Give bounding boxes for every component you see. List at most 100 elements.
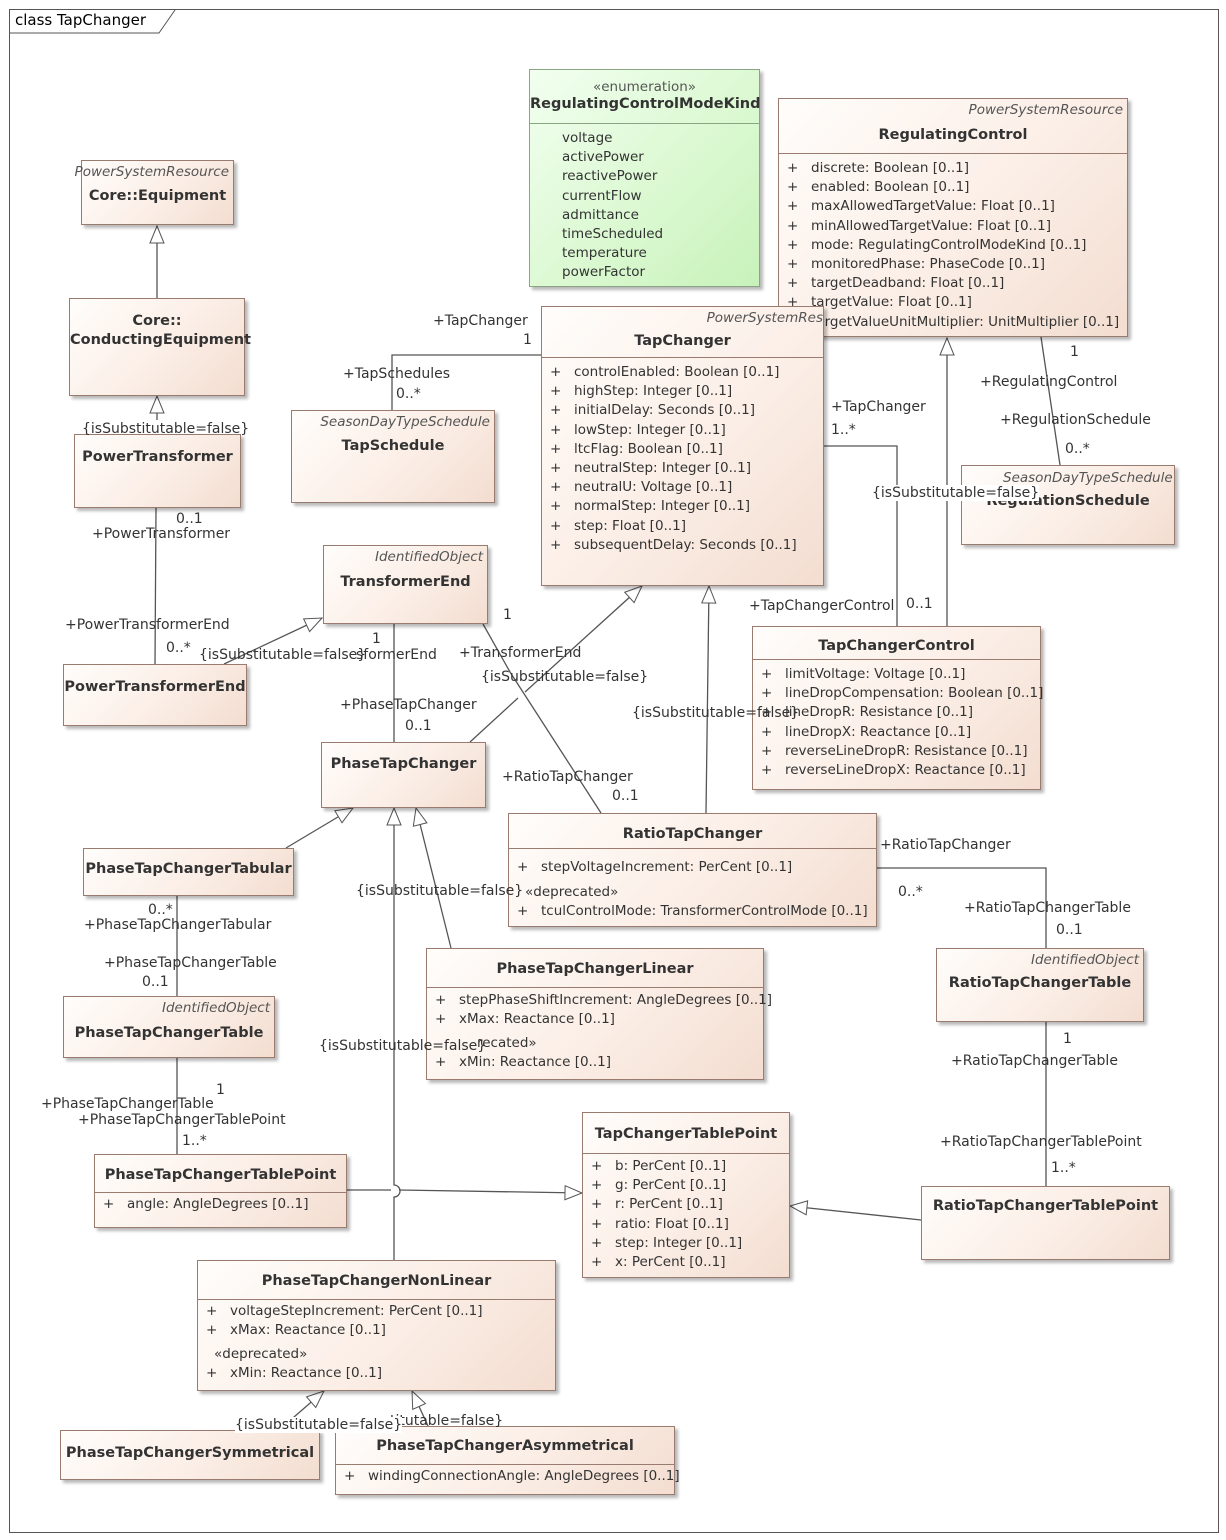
assoc-regulatingcontrol-regulationschedule [1040,336,1061,466]
class-name: PhaseTapChangerAsymmetrical [376,1438,634,1454]
class-name: PhaseTapChangerTabular [85,861,292,877]
role-label: +TransformerEnd [459,645,582,661]
assoc-tapchanger-tapchangercontrol [824,445,898,626]
multiplicity-label: 0..1 [612,788,639,804]
class-phase-tap-changer-symmetrical[interactable]: PhaseTapChangerSymmetrical [60,1430,320,1480]
attribute: +stepPhaseShiftIncrement: AngleDegrees [… [435,992,773,1008]
class-phase-tap-changer-tabular[interactable]: PhaseTapChangerTabular [83,848,294,896]
class-phase-tap-changer[interactable]: PhaseTapChanger [321,742,486,808]
role-label: +PhaseTapChangerTable [104,955,277,971]
class-phase-tap-changer-linear[interactable]: PhaseTapChangerLinear +stepPhaseShiftInc… [426,948,773,1080]
class-name: TapChanger [634,333,731,349]
role-label: +RatioTapChanger [880,837,1011,853]
multiplicity-label: 1..* [831,422,856,438]
class-ratio-tap-changer-table-point[interactable]: RatioTapChangerTablePoint [921,1186,1170,1260]
gen-asymmetrical-nonlinear [411,1389,429,1427]
class-name: RegulatingControlModeKind [530,96,761,112]
class-conducting-equipment[interactable]: Core:: ConductingEquipment [69,298,251,396]
multiplicity-label: 1..* [182,1133,207,1149]
attribute: +enabled: Boolean [0..1] [787,179,970,196]
multiplicity-label: 1 [1063,1031,1072,1047]
class-phase-tap-changer-asymmetrical[interactable]: PhaseTapChangerAsymmetrical +windingConn… [335,1426,680,1495]
class-ratio-tap-changer[interactable]: RatioTapChanger +stepVoltageIncrement: P… [508,813,877,927]
class-stereotype: PowerSystemResource [968,102,1123,118]
role-label: +PowerTransformer [92,526,231,542]
class-power-transformer[interactable]: PowerTransformer [74,434,241,508]
role-label: sformerEnd [356,647,437,663]
constraint-label: {isSubstitutable=false} [356,883,524,899]
class-name: TapSchedule [341,438,445,454]
class-tap-changer-table-point[interactable]: TapChangerTablePoint +b: PerCent [0..1] … [582,1112,790,1278]
class-phase-tap-changer-non-linear[interactable]: PhaseTapChangerNonLinear +voltageStepInc… [197,1260,556,1391]
attribute: +minAllowedTargetValue: Float [0..1] [787,217,1051,234]
enum-literal: currentFlow [562,187,642,204]
attribute: +step: Integer [0..1] [591,1234,743,1251]
enum-literal: reactivePower [562,168,658,185]
multiplicity-label: 0..1 [176,511,203,527]
class-name: TransformerEnd [340,574,471,590]
class-name: Core::Equipment [88,188,227,204]
gen-ratiotablepoint-tablepoint [788,1200,922,1221]
gen-phasetapchanger-tapchanger [469,586,642,743]
role-label: +PhaseTapChangerTablePoint [78,1112,286,1128]
constraint-label: {isSubstitutable=false} [632,705,800,721]
attribute: +lowStep: Integer [0..1] [550,421,726,438]
enum-literal: voltage [562,130,613,146]
class-name: PhaseTapChanger [330,756,477,772]
class-tap-schedule[interactable]: SeasonDayTypeSchedule TapSchedule [291,410,495,503]
class-power-transformer-end[interactable]: PowerTransformerEnd [63,664,247,726]
attribute: +stepVoltageIncrement: PerCent [0..1] [517,859,793,875]
attribute: +targetValue: Float [0..1] [787,294,972,311]
class-stereotype: SeasonDayTypeSchedule [1003,470,1173,486]
class-name: PowerTransformerEnd [64,679,246,695]
class-tap-changer-control[interactable]: TapChangerControl +limitVoltage: Voltage… [752,626,1043,790]
attribute: +targetValueUnitMultiplier: UnitMultipli… [787,313,1120,330]
class-tap-changer[interactable]: PowerSystemRes TapChanger +controlEnable… [541,306,824,586]
deprecated-label: recated» [477,1035,537,1052]
multiplicity-label: 0..* [396,386,421,402]
role-label: +PhaseTapChangerTabular [84,917,272,933]
class-phase-tap-changer-table[interactable]: IdentifiedObject PhaseTapChangerTable [63,996,275,1058]
role-label: +TapChanger [433,313,528,329]
class-name-line2: ConductingEquipment [70,332,251,348]
multiplicity-label: 1 [372,631,381,647]
deprecated-label: «deprecated» [525,884,619,901]
class-core-equipment[interactable]: PowerSystemResource Core::Equipment [75,160,234,225]
role-label: +TapChangerControl [749,598,895,614]
role-label: +RatioTapChangerTable [964,900,1131,916]
enum-literal: admittance [562,206,639,223]
multiplicity-label: 0..1 [405,718,432,734]
attribute: +angle: AngleDegrees [0..1] [103,1196,309,1212]
attribute: +reverseLineDropX: Reactance [0..1] [761,761,1026,778]
class-name: TapChangerControl [818,638,975,654]
attribute: +xMax: Reactance [0..1] [206,1322,386,1339]
frame-tab [9,9,176,34]
constraint-label: {isSubstitutable=false} [872,485,1040,501]
multiplicity-label: 0..* [148,902,173,918]
constraint-label: {isSubstitutable=false} [199,647,367,663]
class-transformer-end[interactable]: IdentifiedObject TransformerEnd [323,545,488,624]
role-label: +PowerTransformerEnd [65,617,230,633]
class-regulation-schedule[interactable]: RegulationSchedule [961,465,1175,545]
class-regulating-control[interactable]: PowerSystemResource RegulatingControl +d… [778,98,1128,337]
role-label: +RatioTapChangerTable [951,1053,1118,1069]
class-name: RatioTapChangerTable [948,975,1132,991]
class-name: TapChangerTablePoint [594,1126,778,1142]
class-regulating-control-mode-kind[interactable]: «enumeration» RegulatingControlModeKind … [529,69,761,287]
enum-literal: activePower [562,149,644,166]
class-name: PowerTransformer [82,449,233,465]
class-stereotype: PowerSystemRes [706,310,823,326]
multiplicity-label: 0..* [1065,441,1090,457]
multiplicity-label: 0..1 [142,974,169,990]
multiplicity-label: 1..* [1051,1160,1076,1176]
class-ratio-tap-changer-table[interactable]: IdentifiedObject RatioTapChangerTable [936,948,1144,1022]
multiplicity-label: 1 [216,1082,225,1098]
role-label: +RatioTapChangerTablePoint [940,1134,1142,1150]
attribute: +initialDelay: Seconds [0..1] [550,402,755,419]
attribute: +ratio: Float [0..1] [591,1215,729,1232]
attribute: +xMin: Reactance [0..1] [206,1365,382,1382]
gen-phasetapchangertabular-ptc [285,807,355,849]
multiplicity-label: 0..1 [1056,922,1083,938]
class-phase-tap-changer-table-point[interactable]: PhaseTapChangerTablePoint +angle: AngleD… [94,1154,347,1228]
class-name: PhaseTapChangerTable [74,1025,264,1041]
